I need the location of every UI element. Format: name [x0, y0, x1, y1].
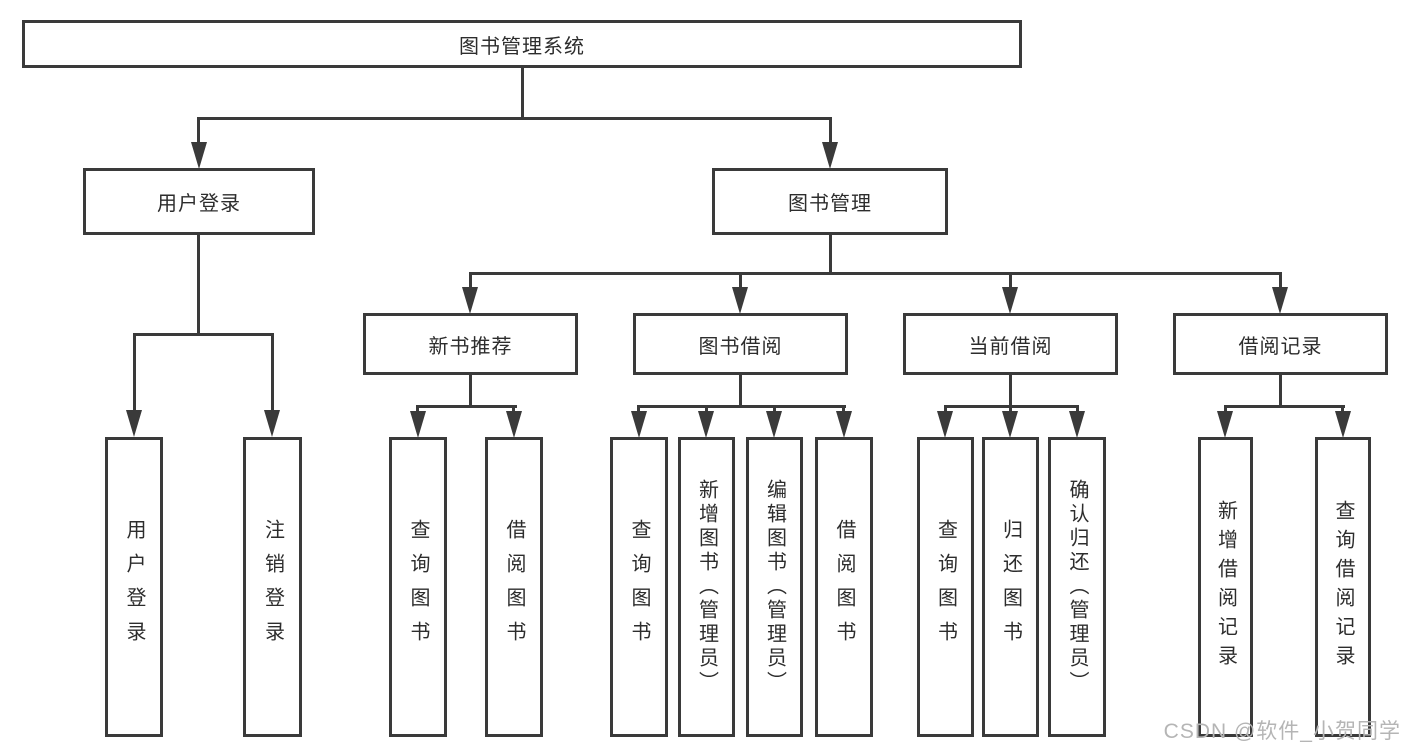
leaf-borrow-books-recommend: 借阅图书 — [485, 437, 543, 737]
leaf-add-borrow-record: 新增借阅记录 — [1198, 437, 1253, 737]
connector-line — [197, 117, 200, 145]
arrow-down-icon — [766, 411, 782, 438]
connector-line — [842, 405, 845, 413]
arrow-down-icon — [732, 287, 748, 314]
arrow-down-icon — [506, 411, 522, 438]
node-label: 当前借阅 — [968, 335, 1053, 358]
arrow-down-icon — [1217, 411, 1233, 438]
connector-line — [705, 405, 708, 413]
node-new-book-recommendation: 新书推荐 — [363, 313, 578, 375]
node-borrowing-records: 借阅记录 — [1173, 313, 1388, 375]
arrow-down-icon — [264, 410, 280, 437]
leaf-label: 查询借阅记录 — [1332, 500, 1354, 674]
arrow-down-icon — [1069, 411, 1085, 438]
arrow-down-icon — [937, 411, 953, 438]
arrow-down-icon — [698, 411, 714, 438]
arrow-down-icon — [631, 411, 647, 438]
leaf-search-books-current: 查询图书 — [917, 437, 974, 737]
connector-line — [829, 235, 832, 275]
leaf-label: 查询图书 — [628, 519, 650, 655]
leaf-confirm-return-admin: 确认归还（管理员） — [1048, 437, 1106, 737]
leaf-label: 注销登录 — [261, 519, 284, 655]
node-library-system: 图书管理系统 — [22, 20, 1022, 68]
arrow-down-icon — [126, 410, 142, 437]
connector-line — [1224, 405, 1345, 408]
leaf-label: 用户登录 — [123, 519, 145, 655]
arrow-down-icon — [822, 142, 838, 169]
arrow-down-icon — [462, 287, 478, 314]
connector-line — [521, 68, 524, 120]
connector-line — [1076, 405, 1079, 413]
leaf-borrow-books-borrowing: 借阅图书 — [815, 437, 873, 737]
node-label: 借阅记录 — [1238, 335, 1323, 358]
connector-line — [416, 405, 419, 413]
node-label: 用户登录 — [157, 193, 241, 215]
leaf-edit-books-admin: 编辑图书（管理员） — [746, 437, 803, 737]
connector-line — [944, 405, 947, 413]
leaf-label: 借阅图书 — [503, 519, 525, 655]
connector-line — [739, 272, 742, 290]
leaf-search-books-borrowing: 查询图书 — [610, 437, 668, 737]
arrow-down-icon — [836, 411, 852, 438]
leaf-label: 查询图书 — [934, 519, 957, 655]
arrow-down-icon — [1272, 287, 1288, 314]
connector-line — [133, 333, 274, 336]
connector-line — [637, 405, 846, 408]
connector-line — [829, 117, 832, 145]
arrow-down-icon — [1002, 411, 1018, 438]
node-label: 图书借阅 — [698, 335, 783, 358]
arrow-down-icon — [410, 411, 426, 438]
connector-line — [773, 405, 776, 413]
connector-line — [469, 375, 472, 408]
arrow-down-icon — [1002, 287, 1018, 314]
csdn-watermark: CSDN @软件_小贺同学 — [1163, 720, 1401, 743]
connector-line — [1009, 405, 1012, 413]
leaf-label: 新增图书（管理员） — [695, 479, 718, 695]
leaf-logout: 注销登录 — [243, 437, 302, 737]
connector-line — [197, 117, 832, 120]
connector-line — [512, 405, 515, 413]
node-label: 新书推荐 — [428, 335, 513, 358]
leaf-label: 编辑图书（管理员） — [763, 479, 786, 695]
connector-line — [1009, 375, 1012, 408]
leaf-search-books-recommend: 查询图书 — [389, 437, 447, 737]
connector-line — [416, 405, 517, 408]
arrow-down-icon — [191, 142, 207, 169]
node-user-login: 用户登录 — [83, 168, 315, 235]
leaf-return-books: 归还图书 — [982, 437, 1039, 737]
leaf-add-books-admin: 新增图书（管理员） — [678, 437, 735, 737]
connector-line — [637, 405, 640, 413]
leaf-label: 归还图书 — [999, 519, 1022, 655]
leaf-label: 借阅图书 — [833, 519, 855, 655]
arrow-down-icon — [1335, 411, 1351, 438]
connector-line — [469, 272, 1282, 275]
node-current-borrowing: 当前借阅 — [903, 313, 1118, 375]
leaf-label: 新增借阅记录 — [1214, 500, 1237, 674]
node-label: 图书管理系统 — [459, 35, 585, 58]
connector-line — [1279, 375, 1282, 408]
leaf-user-login: 用户登录 — [105, 437, 163, 737]
connector-line — [133, 333, 136, 413]
connector-line — [1224, 405, 1227, 413]
connector-line — [1009, 272, 1012, 290]
connector-line — [271, 333, 274, 413]
leaf-label: 确认归还（管理员） — [1066, 479, 1088, 695]
leaf-search-borrow-record: 查询借阅记录 — [1315, 437, 1371, 737]
leaf-label: 查询图书 — [407, 519, 429, 655]
node-book-management: 图书管理 — [712, 168, 948, 235]
connector-line — [197, 235, 200, 336]
node-label: 图书管理 — [788, 193, 872, 215]
connector-line — [1341, 405, 1344, 413]
connector-line — [1279, 272, 1282, 290]
connector-line — [469, 272, 472, 290]
node-book-borrowing: 图书借阅 — [633, 313, 848, 375]
connector-line — [739, 375, 742, 408]
